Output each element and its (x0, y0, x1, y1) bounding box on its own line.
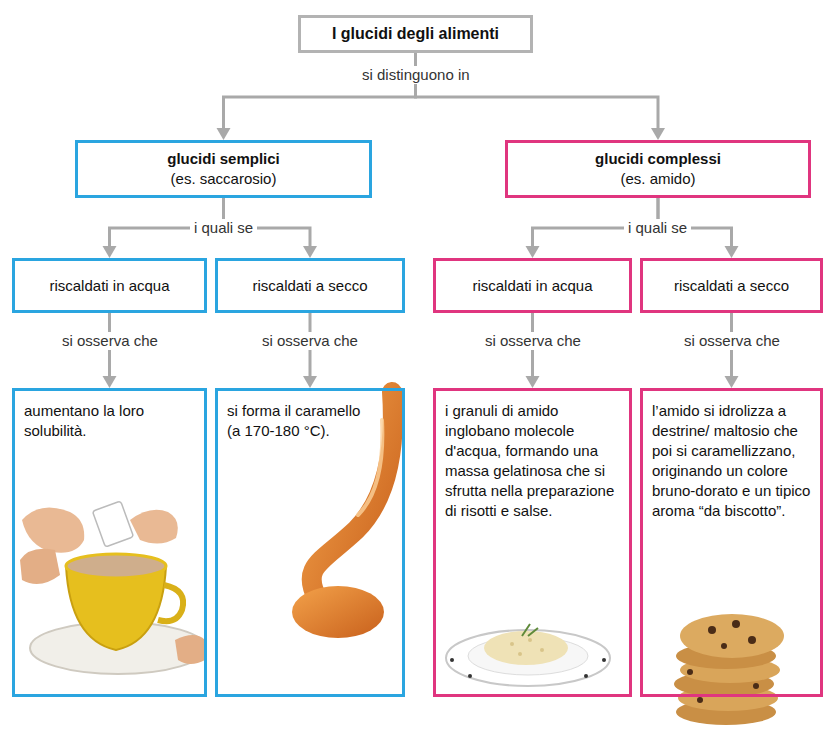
cookies-picture-part (753, 683, 759, 689)
risotto-picture-part (522, 624, 538, 636)
category-box: glucidi semplici(es. saccarosio) (75, 140, 372, 198)
node-text: riscaldati in acqua (472, 276, 592, 296)
category-box: riscaldati in acqua (12, 258, 207, 313)
connector-label: si osserva che (481, 332, 585, 350)
risotto-picture-part (518, 652, 522, 656)
node-text: riscaldati in acqua (49, 276, 169, 296)
node-text: si forma il caramello (a 170-180 °C). (227, 401, 362, 441)
tea-cup-picture-part (92, 501, 133, 547)
root-box: I glucidi degli alimenti (298, 15, 533, 53)
connector-label: i quali se (624, 219, 691, 237)
node-text: l’amido si idrolizza a destrine/ maltosi… (652, 401, 811, 521)
arrow-head (651, 128, 665, 140)
connector-label: i quali se (190, 219, 257, 237)
cookies-picture-part (680, 614, 784, 658)
node-text: aumentano la loro solubilità. (24, 401, 195, 441)
node-text: riscaldati a secco (674, 276, 789, 296)
tea-cup-picture-part (22, 508, 84, 553)
risotto-picture-part (484, 631, 568, 665)
cookies-picture-part (732, 620, 740, 628)
risotto-picture-part (446, 630, 610, 686)
connector-label: si osserva che (680, 332, 784, 350)
arrow-head (526, 376, 540, 388)
tea-cup-picture-part (20, 549, 60, 584)
connector-line (416, 53, 659, 129)
result-box: aumentano la loro solubilità. (12, 388, 207, 697)
arrow-head (303, 376, 317, 388)
risotto-picture-part (584, 674, 588, 678)
connector-label: si distinguono in (358, 66, 474, 84)
connector-line (224, 53, 416, 129)
node-heading: glucidi complessi (595, 149, 721, 169)
node-text: I glucidi degli alimenti (332, 24, 499, 44)
risotto-picture-part (540, 648, 544, 652)
connector-label: si osserva che (58, 332, 162, 350)
cookies-picture (674, 614, 784, 725)
category-box: riscaldati a secco (215, 258, 405, 313)
arrow-head (526, 246, 540, 258)
cookies-picture-part (708, 626, 716, 634)
result-box: i granuli di amido inglobano molecole d'… (433, 388, 632, 697)
cookies-picture-part (721, 643, 727, 649)
node-text: (es. saccarosio) (171, 169, 277, 189)
arrow-head (725, 246, 739, 258)
category-box: riscaldati a secco (640, 258, 823, 313)
node-heading: glucidi semplici (167, 149, 280, 169)
cookies-picture-part (748, 636, 756, 644)
connector-arrow (725, 313, 739, 388)
arrow-head (103, 376, 117, 388)
category-box: glucidi complessi(es. amido) (505, 140, 811, 198)
cookies-picture-part (687, 669, 693, 675)
tea-cup-picture-part (130, 510, 178, 544)
node-text: riscaldati a secco (252, 276, 367, 296)
arrow-head (103, 246, 117, 258)
arrow-head (217, 128, 231, 140)
risotto-picture (446, 624, 610, 686)
node-text: i granuli di amido inglobano molecole d'… (445, 401, 620, 521)
connector-arrow (526, 313, 540, 388)
risotto-picture-part (602, 658, 606, 662)
result-box: l’amido si idrolizza a destrine/ maltosi… (640, 388, 823, 697)
connector-arrow (103, 313, 117, 388)
connector-arrow (303, 313, 317, 388)
tea-cup-picture (20, 501, 206, 674)
caramel-picture-part (292, 586, 384, 638)
arrow-head (303, 246, 317, 258)
tea-cup-picture-part (158, 585, 183, 621)
caramel-picture-part (358, 420, 382, 515)
tea-cup-picture-part (175, 635, 205, 664)
result-box: si forma il caramello (a 170-180 °C). (215, 388, 405, 697)
tea-cup-picture-part (66, 554, 166, 578)
cookies-picture-part (697, 697, 703, 703)
risotto-picture-part (510, 642, 514, 646)
node-text: (es. amido) (620, 169, 695, 189)
risotto-picture-part (468, 674, 472, 678)
category-box: riscaldati in acqua (433, 258, 632, 313)
arrow-head (725, 376, 739, 388)
risotto-picture-part (450, 658, 454, 662)
connector-label: si osserva che (258, 332, 362, 350)
risotto-picture-part (528, 638, 532, 642)
